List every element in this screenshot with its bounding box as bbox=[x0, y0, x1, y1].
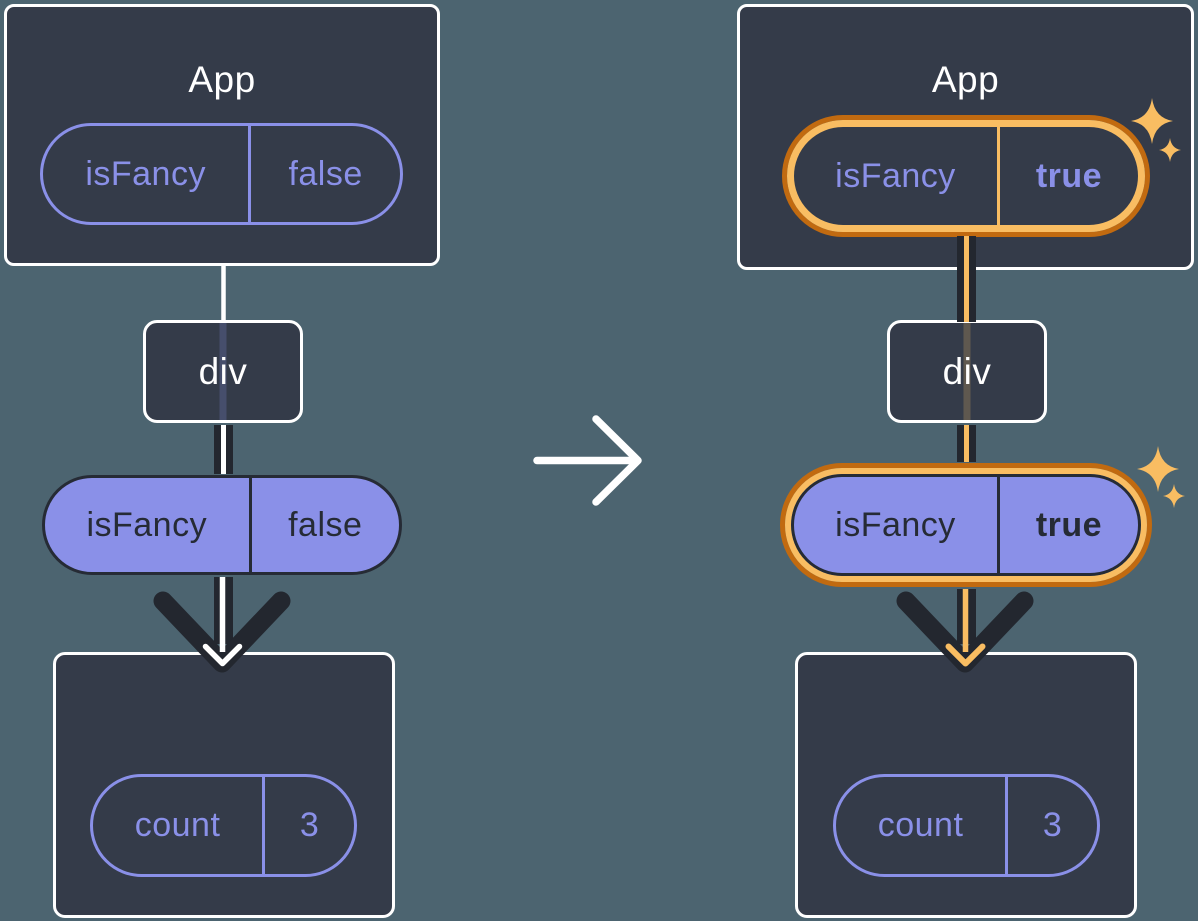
div-node-before: div bbox=[143, 320, 303, 423]
state-pill-value: false bbox=[248, 126, 400, 222]
sparkle-icon bbox=[1137, 446, 1179, 492]
highlight-ring: isFancy true bbox=[787, 120, 1145, 232]
prop-pill-label: isFancy bbox=[835, 505, 956, 544]
prop-pill-value: false bbox=[248, 478, 399, 572]
prop-pill-label: isFancy bbox=[86, 505, 208, 544]
div-node-label: div bbox=[198, 350, 248, 392]
app-state-pill-after-highlighted: isFancy true bbox=[782, 115, 1150, 237]
pipe-through-div bbox=[963, 323, 971, 420]
state-pill-label: isFancy bbox=[85, 154, 206, 193]
state-pill-value: true bbox=[996, 127, 1138, 225]
prop-pill: isFancy true bbox=[791, 474, 1141, 576]
app-card-title: App bbox=[188, 59, 256, 100]
arrow-right-icon bbox=[533, 415, 642, 506]
app-state-pill-before: isFancy false bbox=[40, 123, 403, 225]
state-pill-label: isFancy bbox=[835, 156, 956, 195]
prop-pill-after-highlighted: isFancy true bbox=[780, 463, 1152, 587]
state-pill-value: 3 bbox=[262, 777, 354, 874]
counter-state-pill-after: count 3 bbox=[833, 774, 1100, 877]
div-node-after: div bbox=[887, 320, 1047, 423]
sparkle-icon bbox=[1163, 484, 1185, 508]
state-pill-label: count bbox=[134, 806, 221, 844]
state-pill-value: 3 bbox=[1005, 777, 1097, 874]
counter-state-pill-before: count 3 bbox=[90, 774, 357, 877]
pipe-through-div bbox=[219, 323, 227, 420]
prop-pill-value: true bbox=[996, 477, 1138, 573]
app-card-title: App bbox=[931, 59, 1000, 100]
state-pill-label: count bbox=[877, 806, 964, 844]
prop-pill-before: isFancy false bbox=[42, 475, 402, 575]
highlight-ring: isFancy true bbox=[785, 468, 1147, 582]
div-node-label: div bbox=[942, 350, 992, 392]
